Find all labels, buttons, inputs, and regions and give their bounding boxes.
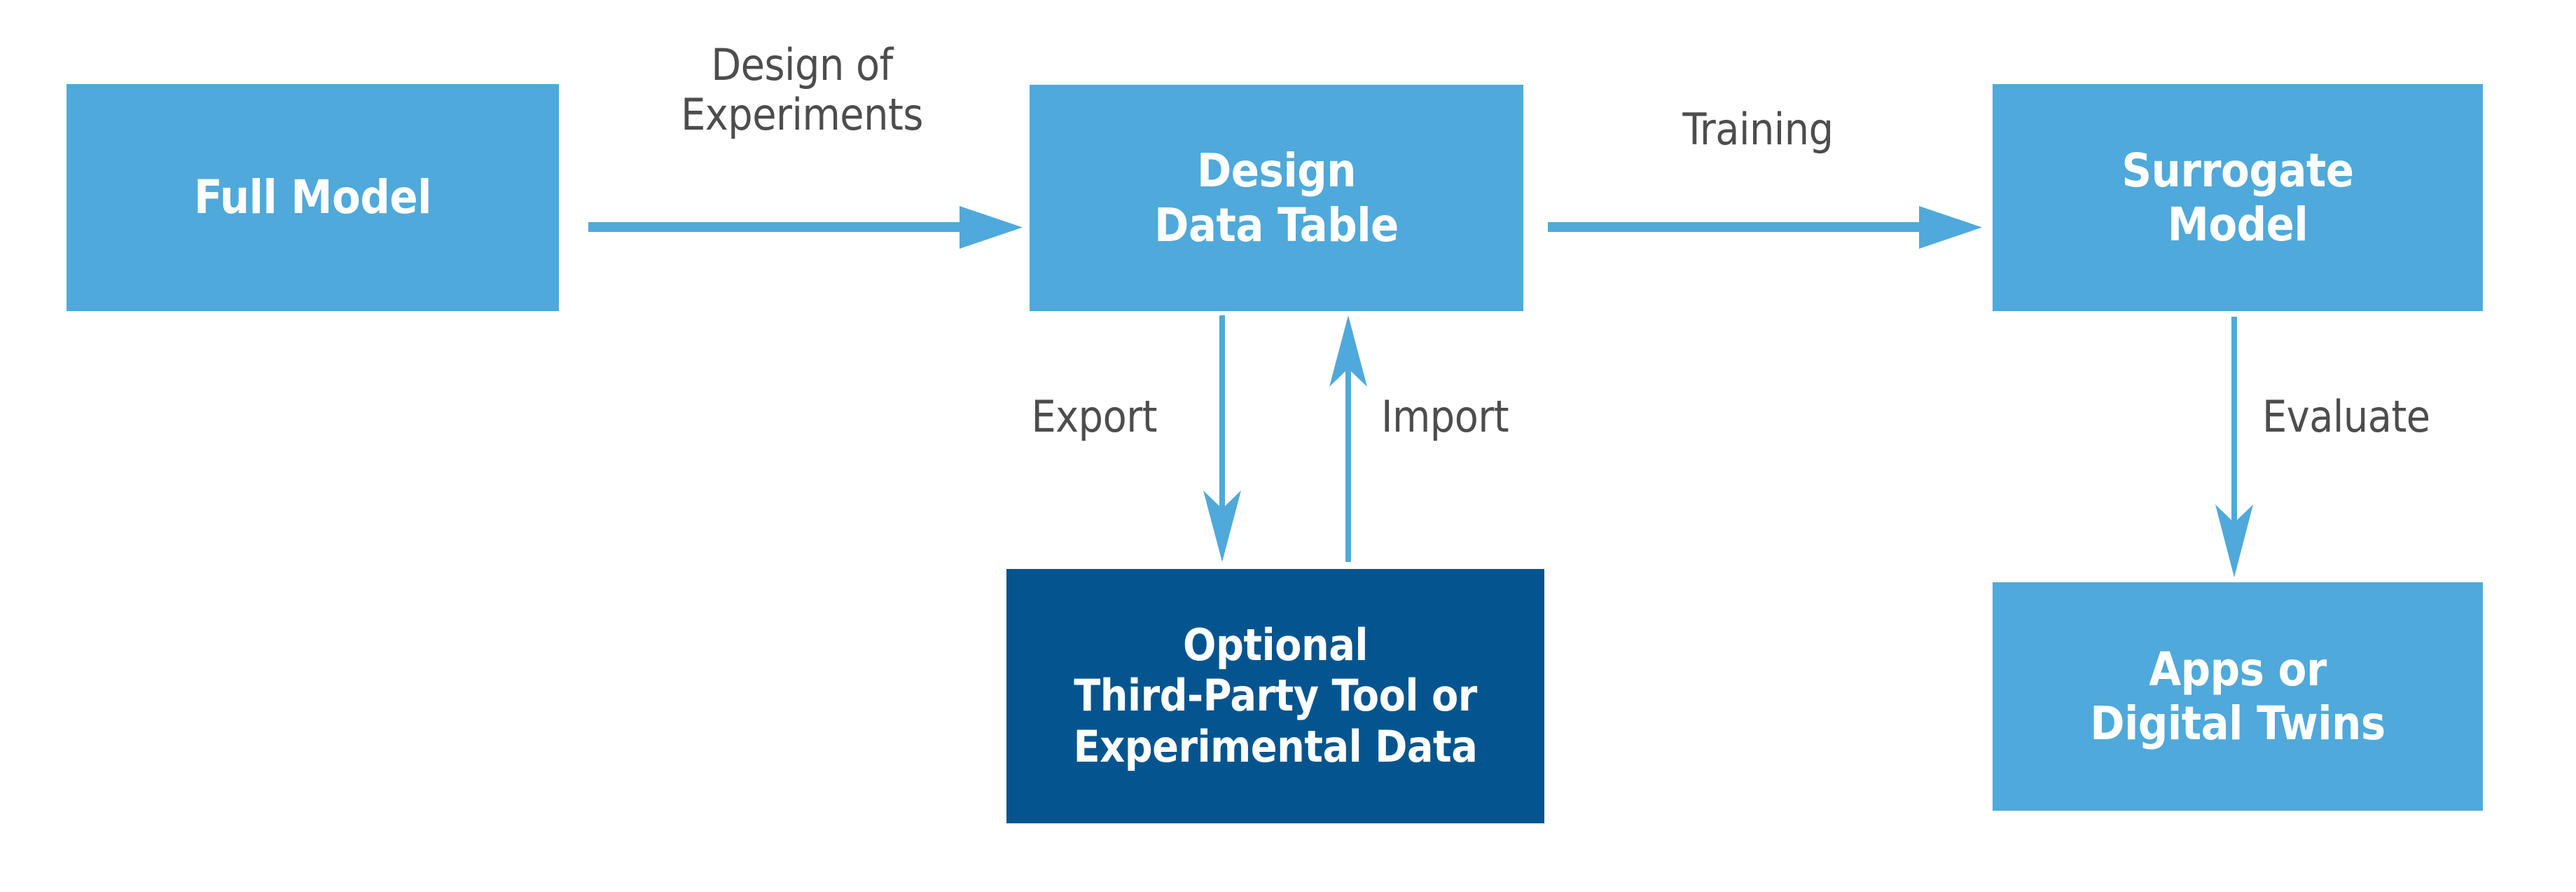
arrow-import bbox=[1329, 315, 1367, 562]
arrow-evaluate bbox=[2215, 317, 2253, 577]
node-design-data-table[interactable]: Design Data Table bbox=[1030, 85, 1523, 311]
edge-label-evaluate: Evaluate bbox=[2262, 391, 2430, 442]
node-full-model[interactable]: Full Model bbox=[67, 84, 559, 311]
arrow-export bbox=[1203, 315, 1241, 562]
arrow-design-of-experiments bbox=[588, 206, 1023, 249]
node-design-data-table-label: Design Data Table bbox=[1154, 144, 1399, 252]
node-optional-third-party-tool-label: Optional Third-Party Tool or Experimenta… bbox=[1073, 619, 1478, 772]
node-surrogate-model[interactable]: Surrogate Model bbox=[1993, 84, 2483, 311]
node-apps-or-digital-twins[interactable]: Apps or Digital Twins bbox=[1993, 582, 2483, 811]
node-full-model-label: Full Model bbox=[194, 170, 431, 225]
node-optional-third-party-tool[interactable]: Optional Third-Party Tool or Experimenta… bbox=[1006, 569, 1544, 823]
node-surrogate-model-label: Surrogate Model bbox=[2121, 143, 2354, 252]
edge-label-design-of-experiments: Design of Experiments bbox=[681, 39, 923, 140]
edge-label-training: Training bbox=[1682, 104, 1834, 155]
edge-label-export: Export bbox=[1031, 391, 1157, 442]
edge-label-import: Import bbox=[1381, 391, 1509, 442]
arrow-training bbox=[1548, 206, 1982, 249]
node-apps-or-digital-twins-label: Apps or Digital Twins bbox=[2090, 642, 2385, 750]
